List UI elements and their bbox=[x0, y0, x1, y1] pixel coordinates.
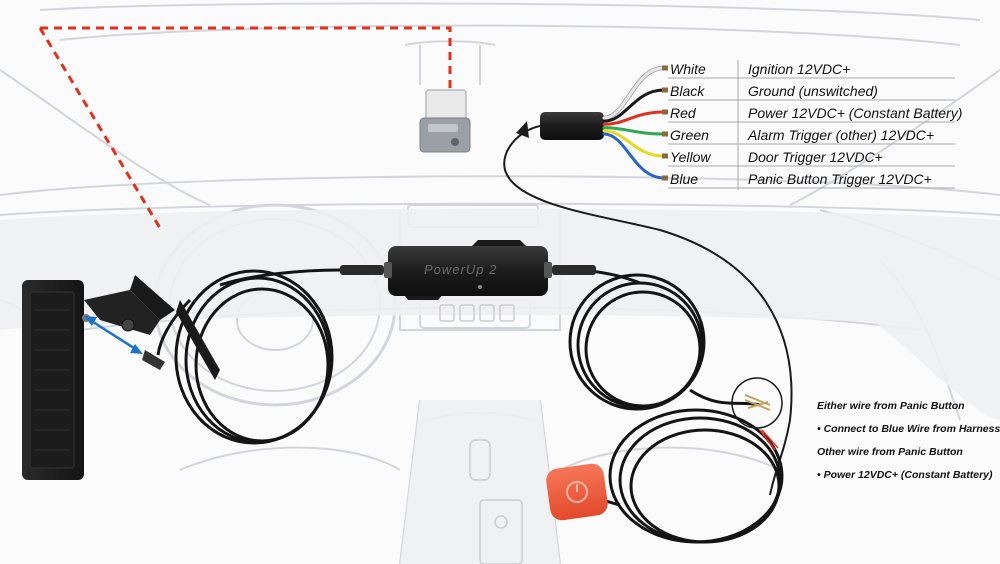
power-cables bbox=[156, 268, 784, 544]
harness-wire-red bbox=[602, 110, 666, 126]
left-connector bbox=[340, 265, 384, 275]
wire-breakout bbox=[731, 377, 783, 451]
right-connector bbox=[552, 265, 596, 275]
wire-tip-yellow bbox=[662, 153, 668, 159]
harness-junction-box bbox=[540, 112, 604, 140]
harness-wire-white-outline bbox=[603, 65, 665, 121]
device-name: PowerUp 2 bbox=[424, 262, 498, 277]
wire-tip-white bbox=[662, 65, 668, 71]
panic-note-4: • Power 12VDC+ (Constant Battery) bbox=[817, 469, 993, 481]
arrow-head-harness bbox=[516, 121, 529, 138]
wire-label-blue: Blue bbox=[670, 171, 699, 187]
powerup-device bbox=[384, 240, 552, 300]
wire-label-red: Red bbox=[670, 105, 696, 121]
harness-wire-yellow bbox=[602, 129, 666, 158]
wire-legend-rules bbox=[668, 60, 955, 190]
console-details bbox=[439, 304, 523, 564]
harness-wires bbox=[602, 65, 668, 181]
wire-label-green: Green bbox=[670, 127, 709, 143]
wire-desc-red: Power 12VDC+ (Constant Battery) bbox=[748, 105, 963, 121]
mounted-monitor bbox=[22, 275, 220, 480]
harness-wire-blue bbox=[602, 132, 666, 180]
wire-tip-red bbox=[662, 109, 668, 115]
windshield-route-line bbox=[38, 26, 452, 229]
wire-tip-green bbox=[662, 131, 668, 137]
wire-tip-black bbox=[662, 87, 668, 93]
harness-trunk-cable bbox=[503, 125, 793, 496]
harness-wire-green bbox=[602, 126, 666, 136]
connection-arrow bbox=[84, 316, 143, 354]
panic-note-2: • Connect to Blue Wire from Harness bbox=[817, 423, 1000, 435]
wire-harness bbox=[540, 65, 668, 181]
wire-label-yellow: Yellow bbox=[670, 149, 711, 165]
wire-desc-blue: Panic Button Trigger 12VDC+ bbox=[748, 171, 932, 187]
wire-label-black: Black bbox=[670, 83, 705, 99]
wire-desc-black: Ground (unswitched) bbox=[748, 83, 878, 99]
windshield-camera bbox=[419, 89, 471, 153]
panic-note-1: Either wire from Panic Button bbox=[817, 400, 965, 412]
wire-label-white: White bbox=[670, 61, 706, 77]
panic-button bbox=[546, 463, 608, 521]
wire-desc-green: Alarm Trigger (other) 12VDC+ bbox=[748, 127, 935, 143]
harness-wire-black bbox=[602, 88, 666, 123]
harness-wire-white bbox=[602, 66, 666, 120]
wire-desc-yellow: Door Trigger 12VDC+ bbox=[748, 149, 883, 165]
wire-desc-white: Ignition 12VDC+ bbox=[748, 61, 851, 77]
panic-note-3: Other wire from Panic Button bbox=[817, 446, 963, 458]
wire-tip-blue bbox=[662, 175, 668, 181]
